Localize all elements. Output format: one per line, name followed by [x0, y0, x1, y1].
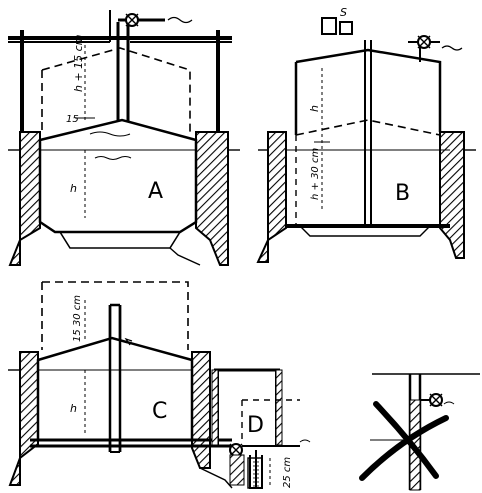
panel-a-label: A [148, 179, 163, 204]
panel-d [199, 368, 311, 489]
panel-b-label: B [395, 181, 410, 206]
panel-b-dim-top: h [308, 105, 321, 112]
panel-c [8, 281, 232, 486]
crossed-out-detail [359, 373, 480, 491]
panel-a-dim-h: h [70, 182, 77, 195]
pot-icon [321, 17, 337, 35]
panel-b-mark: S [340, 6, 347, 19]
panel-c-dim-h: h [70, 402, 77, 415]
panel-c-label: C [152, 399, 167, 424]
panel-b [256, 17, 476, 263]
panel-d-dim-bottom: 25 cm [282, 457, 293, 488]
panel-a [8, 10, 240, 266]
panel-b-dim-bottom: h + 30 cm [310, 148, 321, 200]
panel-c-dim-top: 15 30 cm [72, 295, 83, 342]
panel-a-dim-15: 15 [66, 114, 79, 125]
panel-d-label: D [247, 413, 264, 438]
panel-a-dim-top: h + 15 cm [72, 35, 85, 92]
